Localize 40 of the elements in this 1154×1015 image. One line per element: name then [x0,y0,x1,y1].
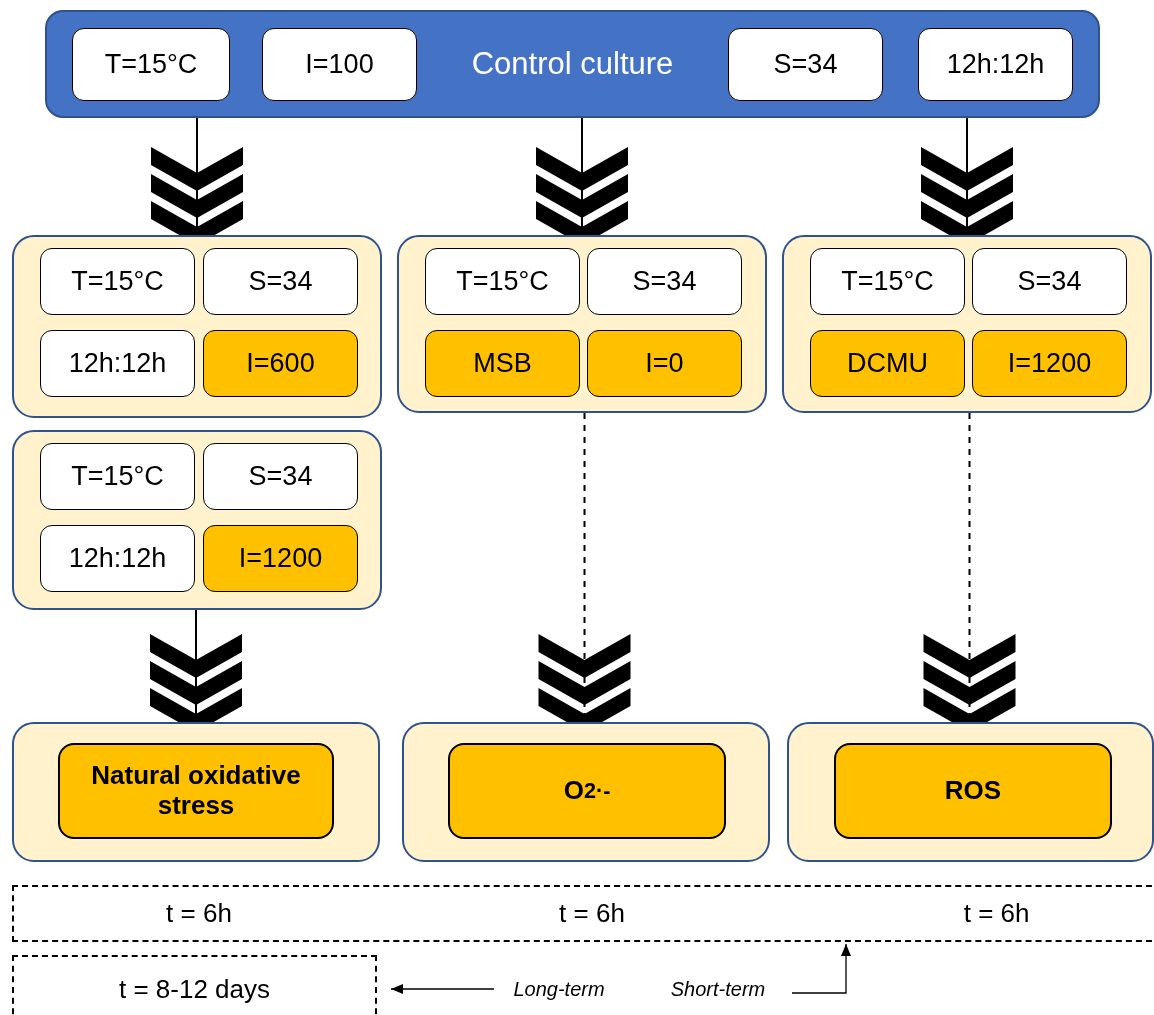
dashed-box [12,885,1154,942]
parameter-box: 12h:12h [40,330,195,397]
parameter-box: 12h:12h [40,525,195,592]
treatment-box: I=600 [203,330,358,397]
banner-title: Control culture [471,46,674,82]
parameter-box: S=34 [728,28,883,101]
outcome-box: ROS [834,743,1112,839]
treatment-box: DCMU [810,330,965,397]
parameter-box: S=34 [203,248,358,315]
arrow-label: Long-term [494,975,624,1003]
treatment-box: I=1200 [203,525,358,592]
duration-text: t = 6h [963,898,1030,929]
parameter-box: S=34 [587,248,742,315]
parameter-box: S=34 [972,248,1127,315]
parameter-box: T=15°C [40,443,195,510]
dashed-box: t = 8-12 days [12,955,377,1015]
outcome-box: Natural oxidative stress [58,743,334,839]
condition-panel [397,235,767,413]
header-banner [45,10,1100,118]
parameter-box: 12h:12h [918,28,1073,101]
treatment-box: MSB [425,330,580,397]
duration-text: t = 6h [166,898,232,929]
parameter-box: T=15°C [72,28,230,101]
parameter-box: T=15°C [810,248,965,315]
arrow [791,943,851,994]
condition-panel [782,235,1152,413]
duration-text: t = 6h [559,898,625,929]
treatment-box: I=1200 [972,330,1127,397]
parameter-box: T=15°C [425,248,580,315]
parameter-box: T=15°C [40,248,195,315]
arrow-label: Short-term [652,975,784,1003]
result-panel [402,722,770,862]
condition-panel [12,235,382,418]
parameter-box: S=34 [203,443,358,510]
arrow [390,984,495,994]
condition-panel [12,430,382,610]
result-panel [12,722,380,862]
result-panel [787,722,1154,862]
parameter-box: I=100 [262,28,417,101]
treatment-box: I=0 [587,330,742,397]
